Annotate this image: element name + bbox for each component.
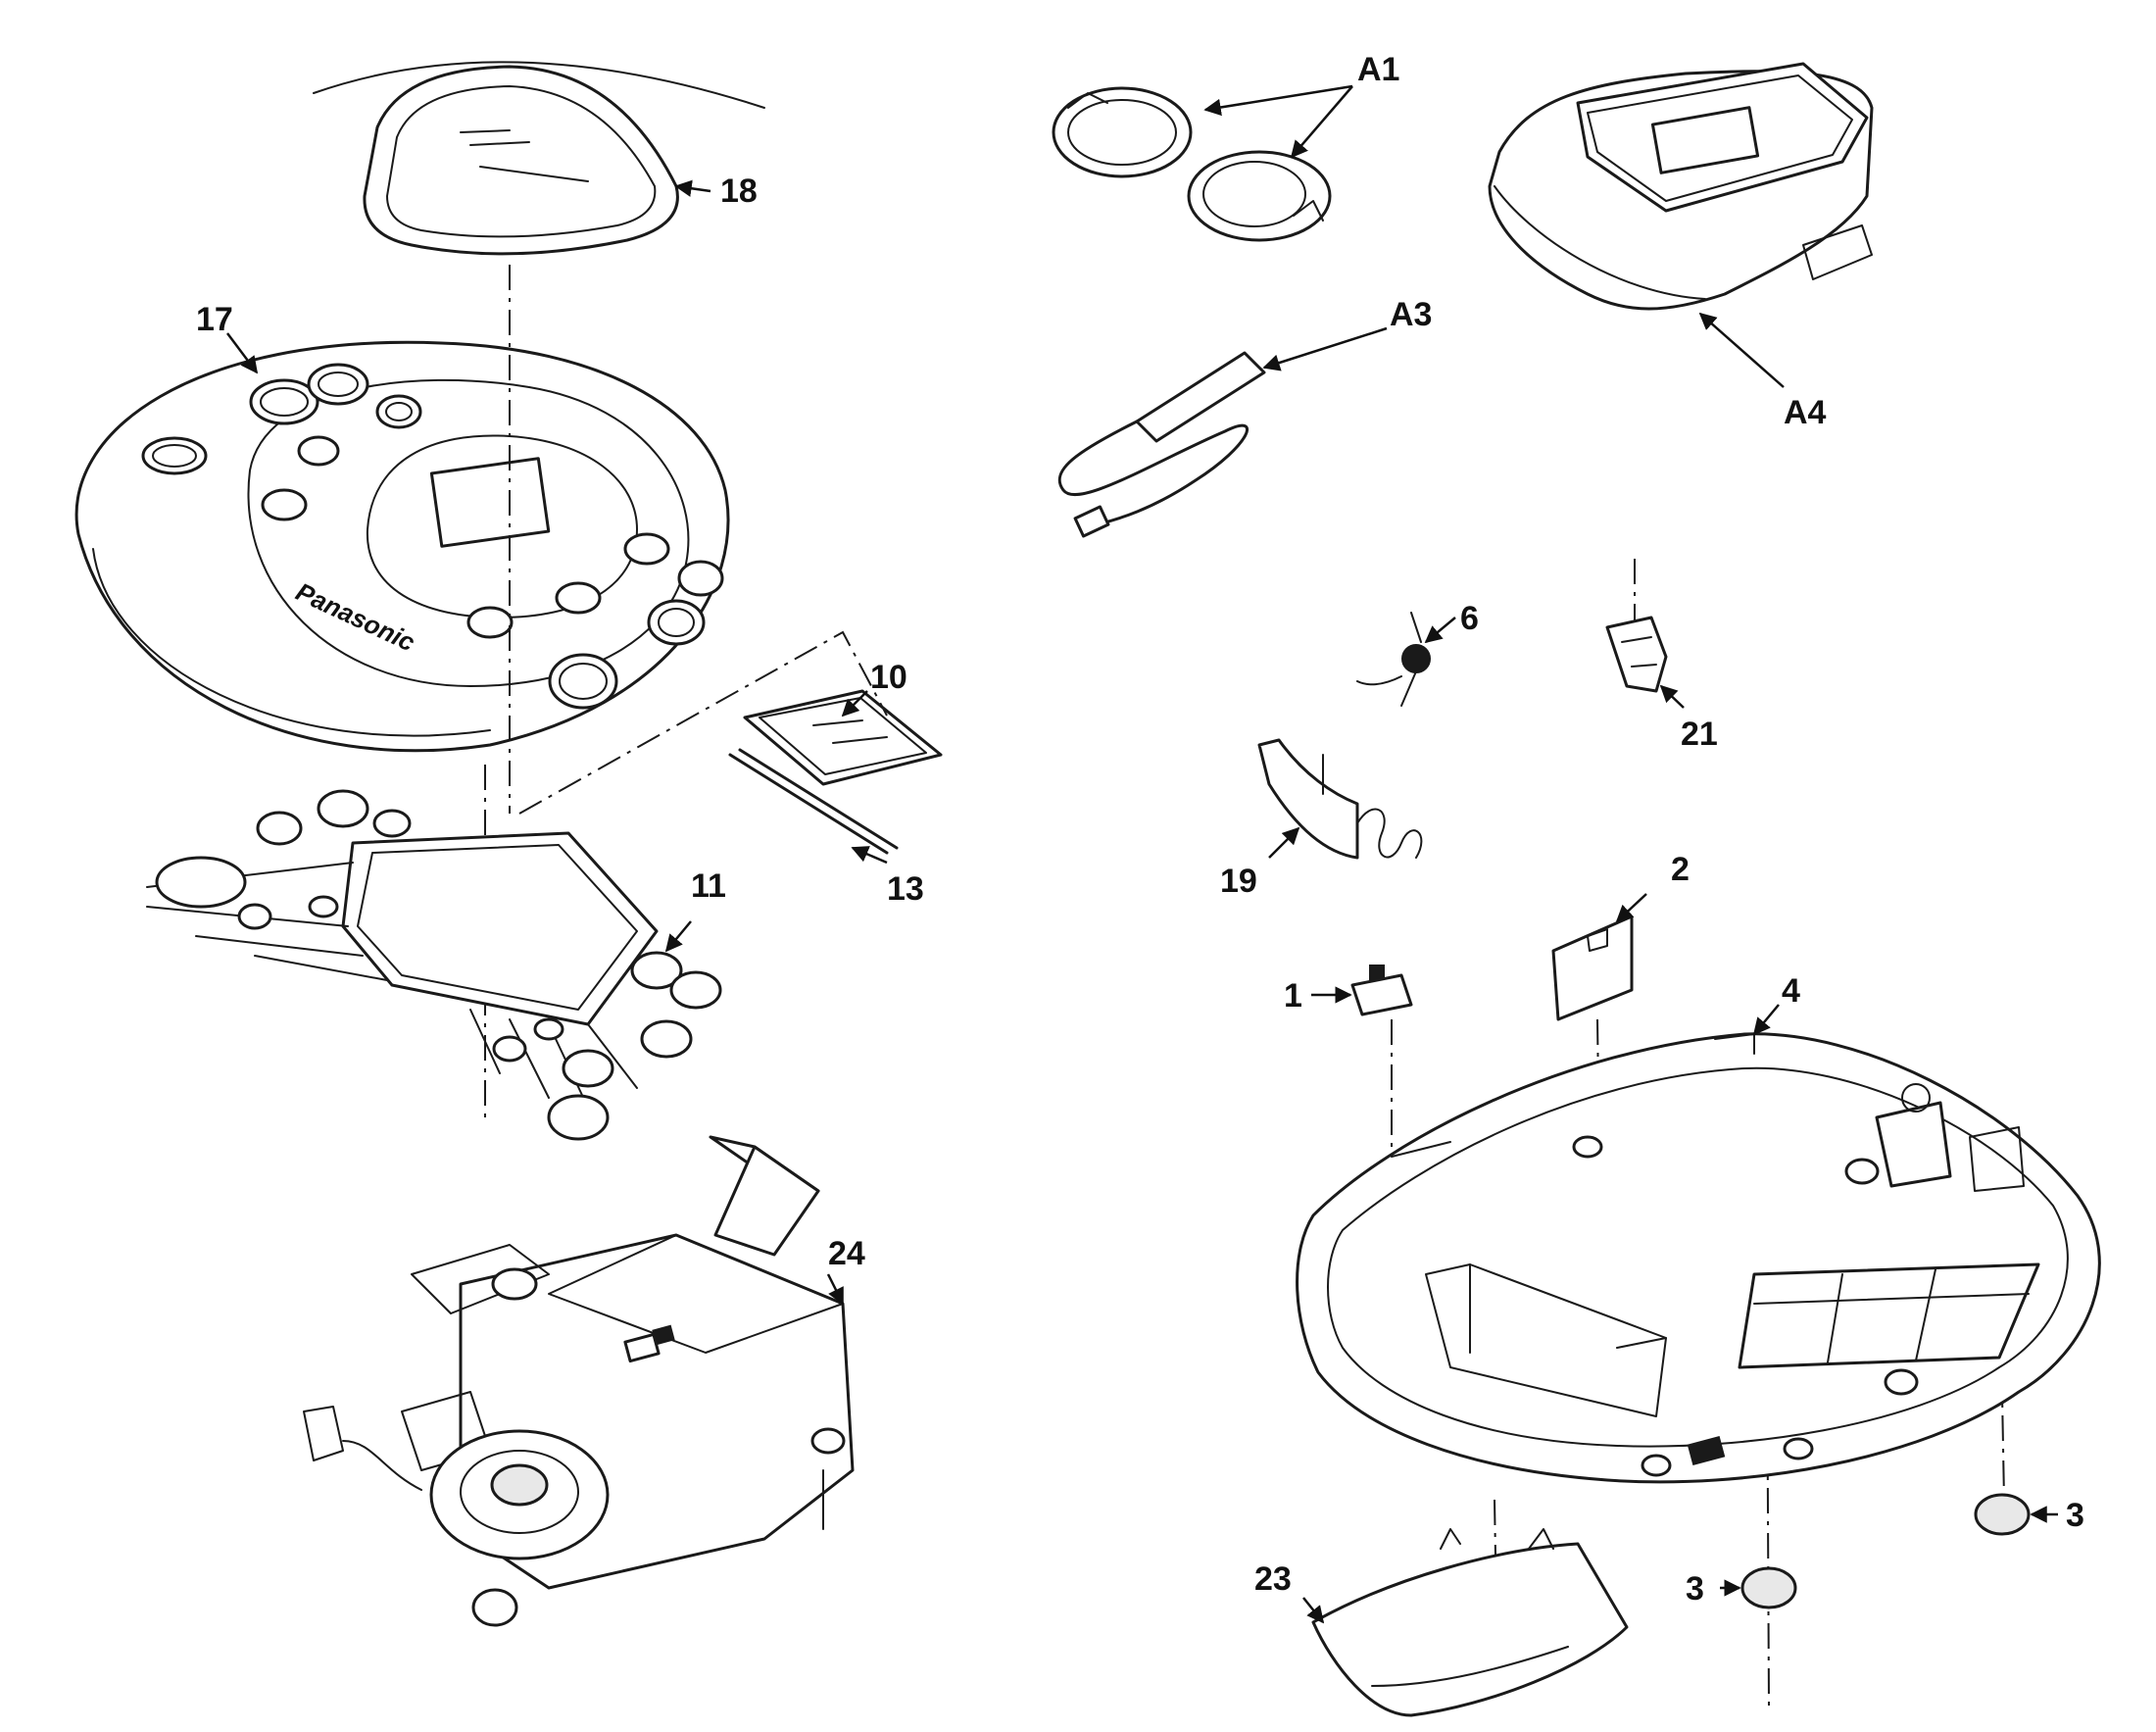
callout-10: 10 bbox=[870, 659, 907, 696]
callout-3-left: 3 bbox=[1686, 1570, 1704, 1608]
callout-1: 1 bbox=[1284, 977, 1302, 1014]
part-19-slider bbox=[1257, 738, 1423, 860]
part-4-bottom-case bbox=[1296, 1032, 2101, 1484]
part-23-battery-lid bbox=[1311, 1528, 1629, 1717]
callout-3-right: 3 bbox=[2066, 1497, 2084, 1534]
callout-17: 17 bbox=[196, 301, 233, 338]
callout-A3: A3 bbox=[1390, 296, 1432, 333]
part-11-key-sheet bbox=[146, 789, 722, 1141]
part-2-plate bbox=[1551, 915, 1634, 1021]
part-A3-cord bbox=[1057, 351, 1266, 538]
part-24-cd-mechanism bbox=[303, 1135, 855, 1627]
callout-2: 2 bbox=[1671, 851, 1690, 888]
callout-labels: 18 17 10 13 11 24 A1 A3 A4 6 21 19 2 1 4… bbox=[196, 51, 2084, 1608]
callout-23: 23 bbox=[1254, 1560, 1292, 1598]
part-3-foot-b bbox=[1974, 1493, 2031, 1536]
part-1-switch bbox=[1350, 965, 1413, 1016]
callout-A1: A1 bbox=[1357, 51, 1399, 88]
callout-A4: A4 bbox=[1784, 394, 1827, 431]
callout-24: 24 bbox=[828, 1235, 865, 1272]
callout-21: 21 bbox=[1681, 716, 1718, 753]
part-13-lcd-strip bbox=[728, 748, 899, 855]
callout-19: 19 bbox=[1220, 863, 1257, 900]
alignment-lines-left bbox=[484, 265, 888, 1117]
part-10-lcd-window bbox=[743, 689, 943, 786]
callout-leaders bbox=[226, 84, 2058, 1624]
callout-4: 4 bbox=[1782, 972, 1800, 1010]
part-3-foot-a bbox=[1740, 1566, 1797, 1609]
callout-11: 11 bbox=[691, 867, 726, 905]
part-6-spring bbox=[1356, 612, 1431, 707]
part-21-latch bbox=[1605, 559, 1668, 693]
callout-13: 13 bbox=[887, 870, 924, 908]
part-A4-carry-case bbox=[1488, 62, 1874, 311]
callout-18: 18 bbox=[720, 173, 758, 210]
callout-6: 6 bbox=[1460, 600, 1479, 637]
part-18-lid-window bbox=[313, 61, 765, 256]
part-17-top-cover: Panasonic bbox=[74, 340, 730, 753]
part-A1-covers bbox=[1052, 86, 1332, 242]
